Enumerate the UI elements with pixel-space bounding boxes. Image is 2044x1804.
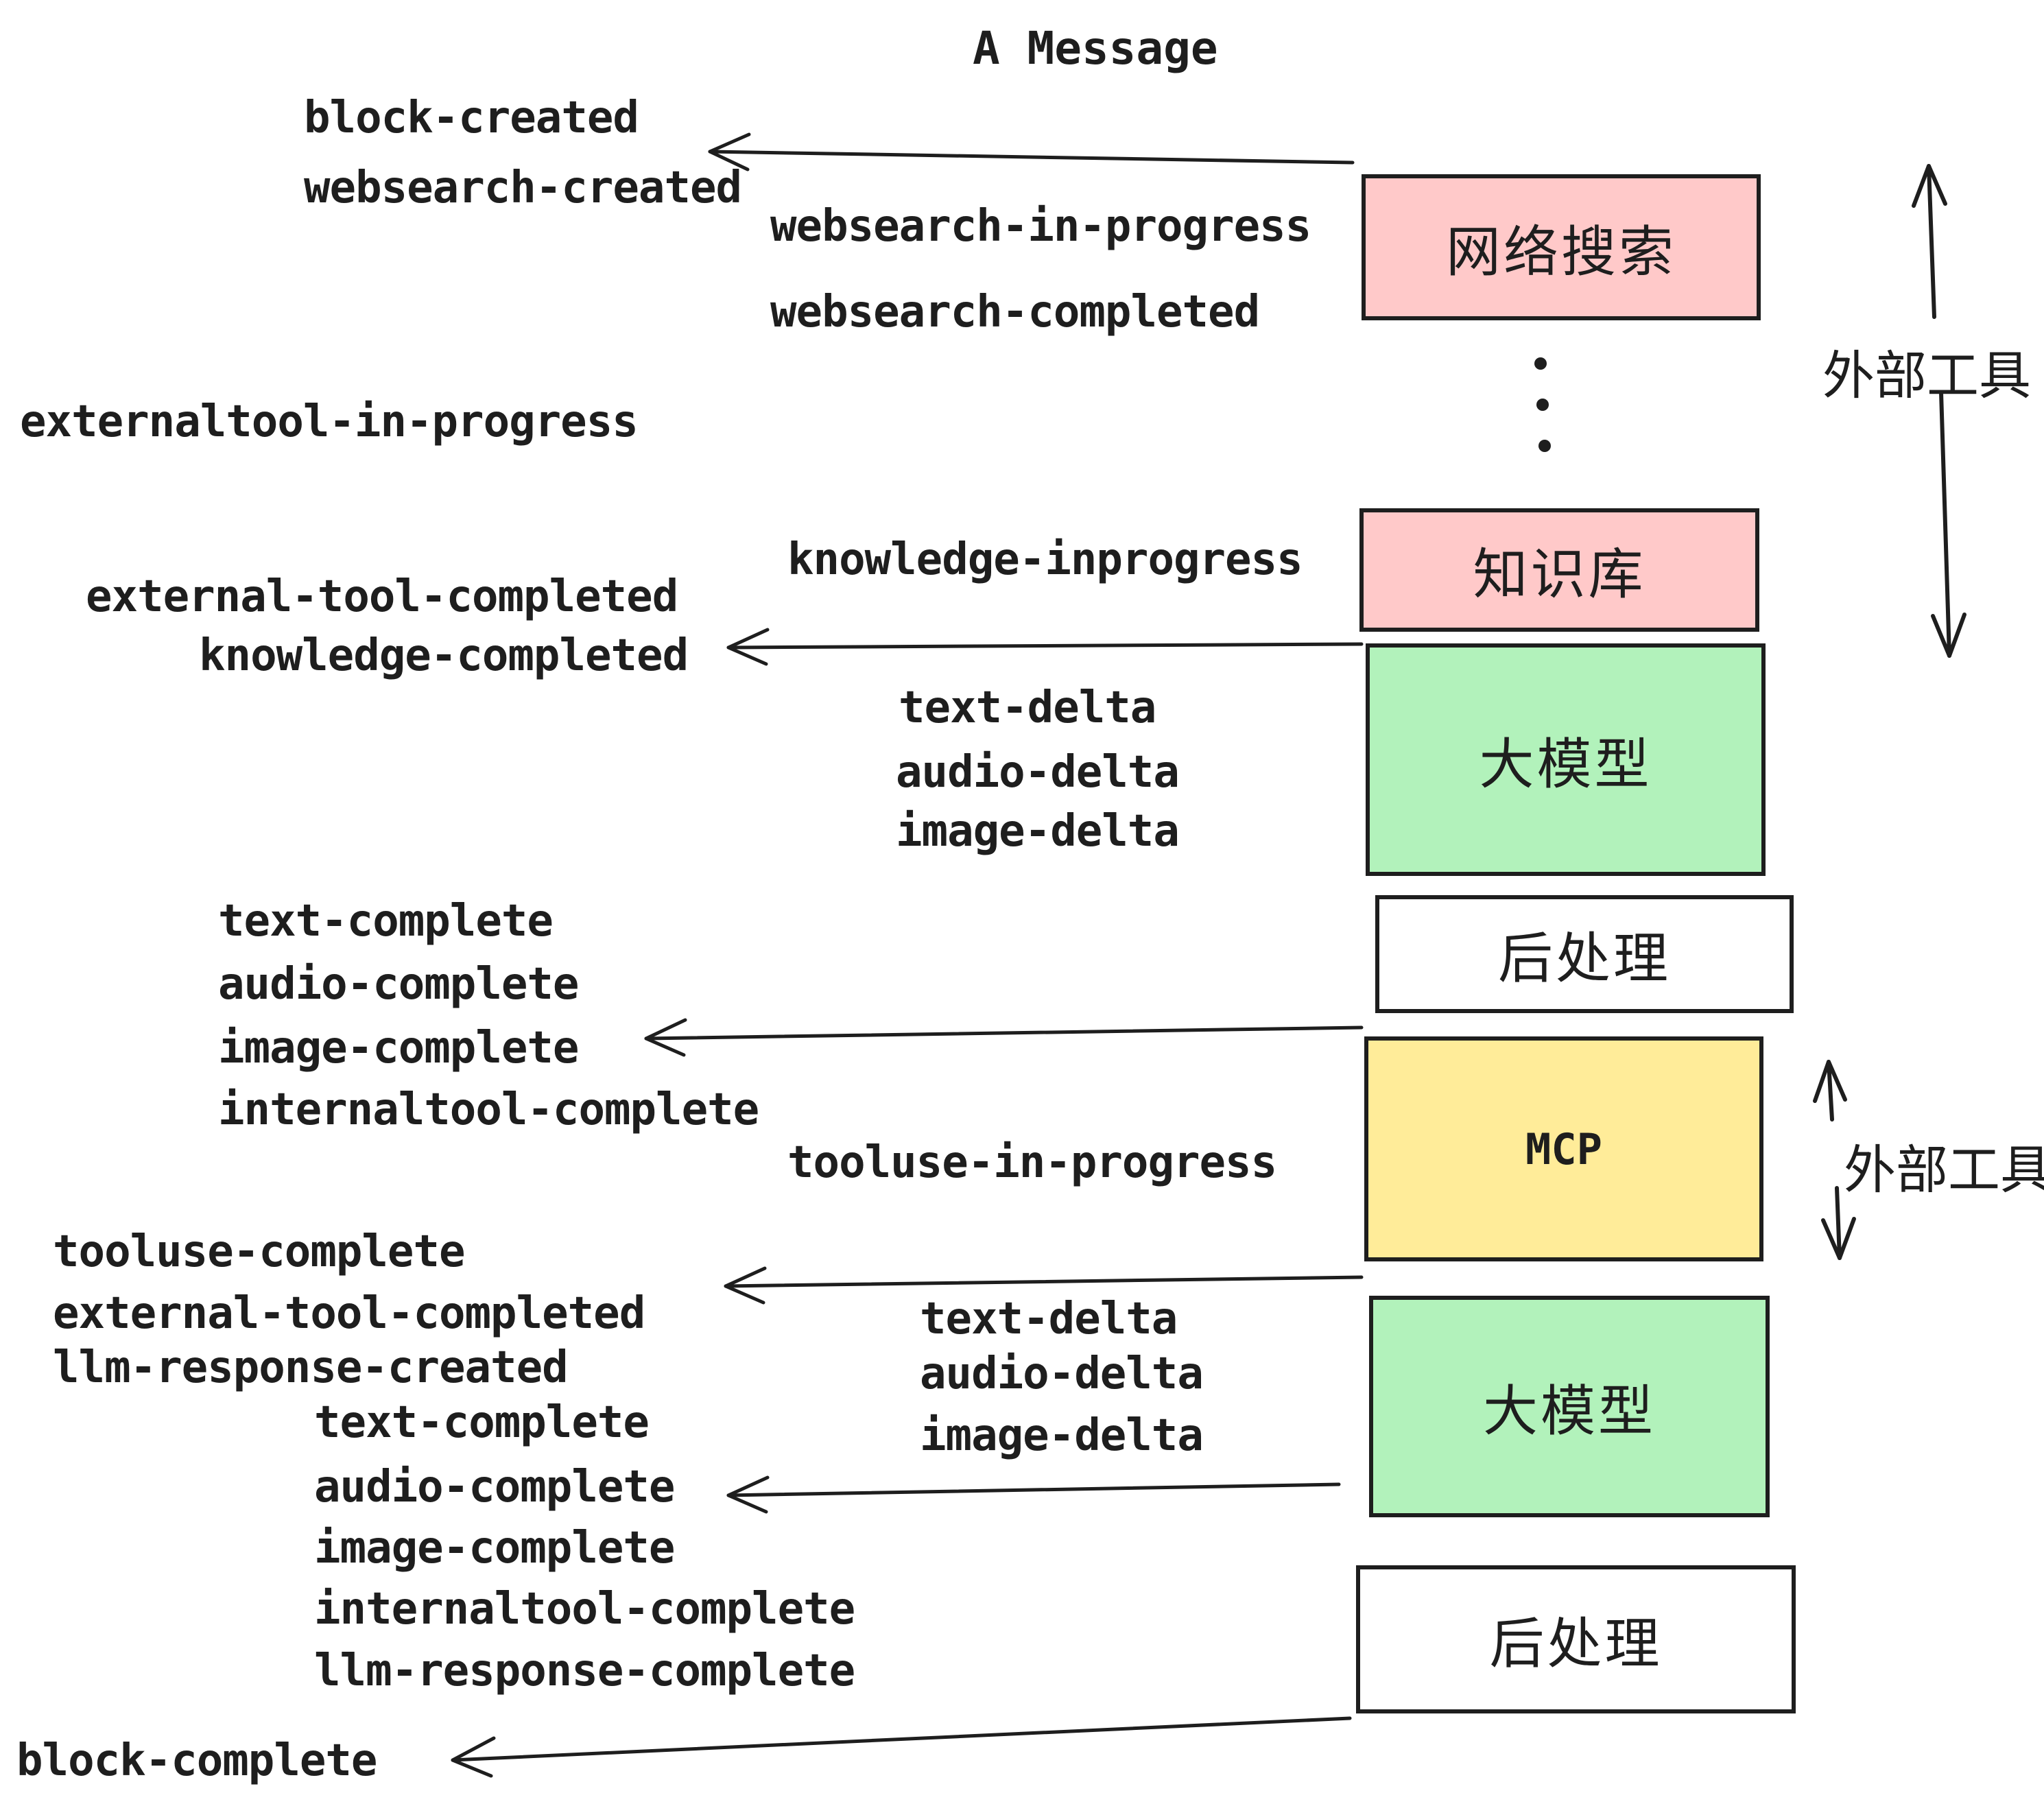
event-label-external-tool-completed-2: external-tool-completed	[53, 1288, 645, 1339]
event-label-block-created: block-created	[304, 93, 639, 143]
event-label-knowledge-inprogress: knowledge-inprogress	[787, 534, 1303, 585]
box-mcp-label: MCP	[1525, 1124, 1602, 1174]
box-knowledge: 知识库	[1359, 508, 1759, 632]
event-label-llm-response-created: llm-response-created	[53, 1342, 569, 1393]
arrow-to-image-complete	[644, 1018, 1364, 1057]
side-label-external-tools-mid: 外部工具	[1844, 1141, 2044, 1200]
event-label-websearch-completed: websearch-completed	[770, 287, 1260, 337]
event-label-text-delta-2: text-delta	[920, 1294, 1178, 1344]
box-websearch-label: 网络搜索	[1446, 221, 1676, 283]
box-post-1-label: 后处理	[1498, 928, 1671, 989]
event-label-websearch-created: websearch-created	[304, 163, 742, 213]
box-llm-2-label: 大模型	[1483, 1380, 1656, 1442]
box-post-2: 后处理	[1356, 1565, 1796, 1713]
box-knowledge-label: 知识库	[1473, 544, 1646, 605]
event-label-audio-delta-1: audio-delta	[896, 747, 1180, 798]
event-label-internaltool-complete-2: internaltool-complete	[314, 1584, 855, 1635]
event-label-image-complete-1: image-complete	[218, 1023, 579, 1073]
event-label-audio-complete-2: audio-complete	[314, 1462, 675, 1512]
external-tools-top-double-arrow	[1912, 164, 1966, 658]
event-label-text-complete-2: text-complete	[314, 1397, 650, 1448]
event-label-tooluse-complete: tooluse-complete	[53, 1226, 465, 1277]
event-label-tooluse-in-progress: tooluse-in-progress	[787, 1137, 1277, 1188]
box-llm-2: 大模型	[1369, 1296, 1770, 1517]
event-label-externaltool-in-progress: externaltool-in-progress	[20, 396, 639, 447]
event-label-image-delta-2: image-delta	[920, 1410, 1204, 1461]
box-mcp: MCP	[1364, 1036, 1763, 1261]
box-llm-1-label: 大模型	[1479, 733, 1652, 795]
box-websearch: 网络搜索	[1362, 174, 1761, 320]
event-label-external-tool-completed-1: external-tool-completed	[86, 571, 678, 622]
box-post-1: 后处理	[1375, 895, 1794, 1013]
event-label-text-complete-1: text-complete	[218, 896, 554, 947]
event-label-knowledge-completed: knowledge-completed	[199, 630, 689, 681]
arrow-to-block-created	[708, 132, 1355, 171]
box-post-2-label: 后处理	[1489, 1613, 1663, 1674]
ellipsis-dots-icon	[1534, 357, 1551, 452]
box-llm-1: 大模型	[1366, 643, 1766, 876]
event-label-internaltool-complete-1: internaltool-complete	[218, 1084, 759, 1135]
event-label-llm-response-complete: llm-response-complete	[314, 1646, 855, 1696]
side-label-external-tools-top: 外部工具	[1822, 347, 2031, 405]
event-label-audio-complete-1: audio-complete	[218, 959, 579, 1010]
event-label-block-complete: block-complete	[16, 1735, 377, 1786]
page-title: A Message	[973, 22, 1218, 75]
arrow-to-audio-complete	[726, 1475, 1341, 1514]
arrow-to-block-complete	[451, 1716, 1352, 1778]
event-label-text-delta-1: text-delta	[899, 683, 1156, 733]
event-label-image-complete-2: image-complete	[314, 1523, 675, 1574]
event-label-image-delta-1: image-delta	[896, 806, 1180, 857]
event-label-audio-delta-2: audio-delta	[920, 1349, 1204, 1399]
arrow-to-knowledge-completed	[726, 628, 1364, 666]
event-label-websearch-in-progress: websearch-in-progress	[770, 201, 1311, 252]
